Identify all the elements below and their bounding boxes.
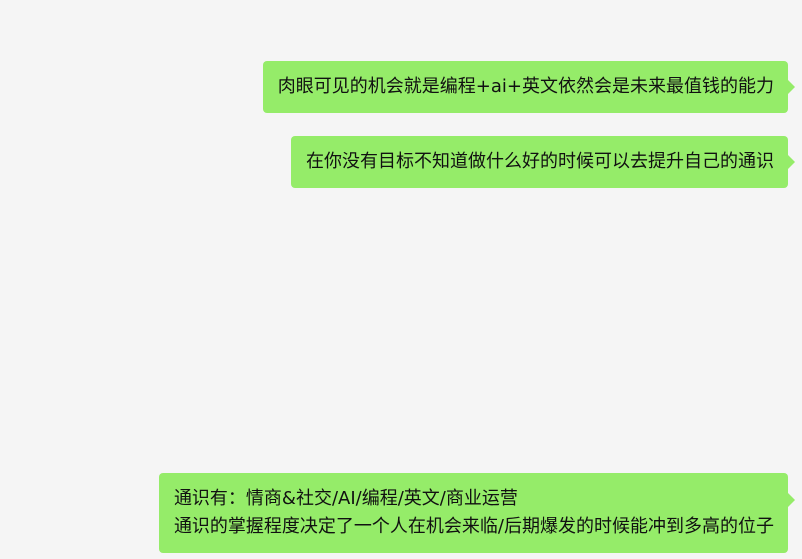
message-text-line: 通识的掌握程度决定了一个人在机会来临/后期爆发的时候能冲到多高的位子 xyxy=(173,516,774,537)
sent-message-bubble[interactable]: 肉眼可见的机会就是编程+ai+英文依然会是未来最值钱的能力 xyxy=(262,61,796,113)
message-text: 肉眼可见的机会就是编程+ai+英文依然会是未来最值钱的能力 xyxy=(277,76,774,97)
message-text: 在你没有目标不知道做什么好的时候可以去提升自己的通识 xyxy=(306,151,774,172)
sent-message-bubble[interactable]: 通识有：情商&社交/AI/编程/英文/商业运营 通识的掌握程度决定了一个人在机会… xyxy=(158,473,796,553)
sent-message-bubble[interactable]: 在你没有目标不知道做什么好的时候可以去提升自己的通识 xyxy=(291,136,795,188)
message-text-line: 通识有：情商&社交/AI/编程/英文/商业运营 xyxy=(173,488,518,509)
